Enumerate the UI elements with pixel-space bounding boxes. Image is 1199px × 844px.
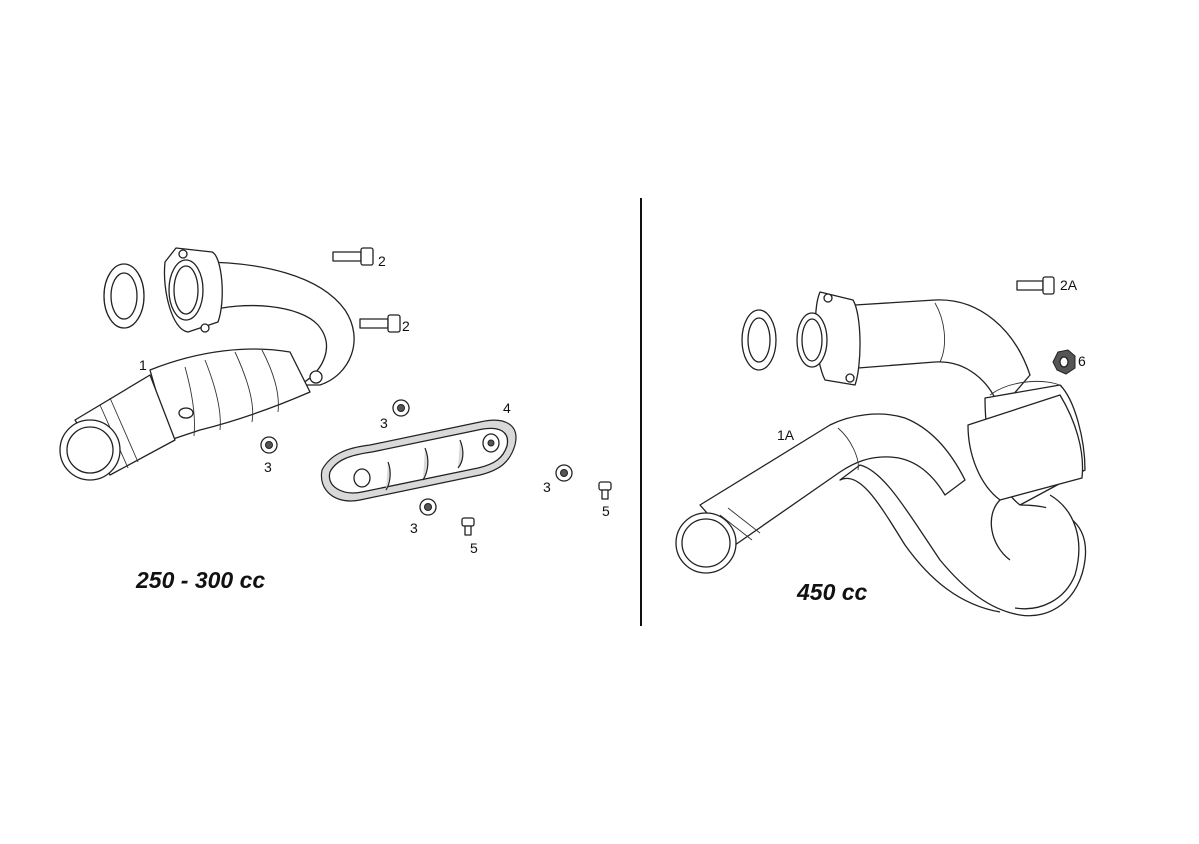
header-pipe-450 [675, 291, 1087, 617]
caption-450cc: 450 cc [796, 579, 868, 605]
callout-screw-bottom-250: 5 [470, 540, 478, 556]
screw-right-250 [598, 481, 612, 500]
callout-washer-left-250: 3 [264, 459, 272, 475]
bolt-mid-250 [359, 314, 401, 333]
washer-left-250 [260, 436, 278, 454]
callout-bolt-top-250: 2 [378, 253, 386, 269]
screw-bottom-250 [461, 517, 475, 536]
washer-bottom-250 [419, 498, 437, 516]
exhaust-gasket-left [103, 263, 145, 329]
bolt-top-250 [332, 247, 374, 266]
callout-heat-shield-250: 4 [503, 400, 511, 416]
heat-shield-250 [320, 419, 517, 502]
callout-nut-450: 6 [1078, 353, 1086, 369]
header-pipe-250 [59, 247, 355, 481]
callout-pipe-250: 1 [139, 357, 147, 373]
callout-bolt-mid-250: 2 [402, 318, 410, 334]
callout-bolt-450: 2A [1060, 277, 1078, 293]
nut-450 [1052, 349, 1076, 375]
washer-top-250 [392, 399, 410, 417]
callout-washer-bottom-250: 3 [410, 520, 418, 536]
right-assembly: 1A 2A 6 450 cc [675, 276, 1087, 617]
bolt-450 [1016, 276, 1055, 295]
left-assembly: 1 2 2 3 3 3 3 4 5 5 250 - 300 cc [59, 247, 612, 593]
caption-250-300cc: 250 - 300 cc [135, 567, 265, 593]
callout-washer-right-250: 3 [543, 479, 551, 495]
callout-pipe-450: 1A [777, 427, 795, 443]
callout-washer-top-250: 3 [380, 415, 388, 431]
callout-screw-right-250: 5 [602, 503, 610, 519]
washer-right-250 [555, 464, 573, 482]
exhaust-gasket-right [741, 309, 777, 371]
